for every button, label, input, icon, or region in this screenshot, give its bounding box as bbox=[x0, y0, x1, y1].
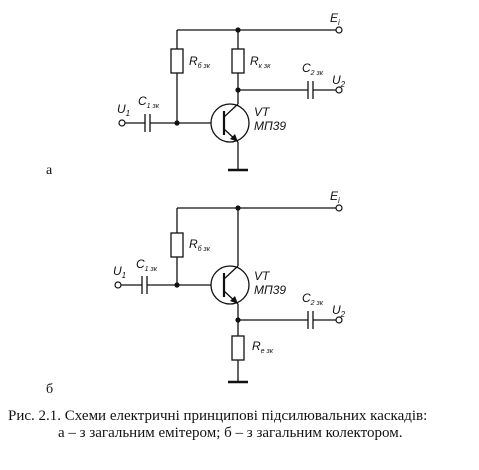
base-resistor-b bbox=[170, 232, 184, 258]
circuit-a: Ei Rб зк Rк зк C2 зк U2 U1 C1 зк VT МП39… bbox=[46, 11, 346, 178]
transistor-ref-b: VT bbox=[254, 269, 271, 283]
panel-label-b: б bbox=[46, 382, 53, 397]
caption-line-2: а – з загальним емітером; б – з загальни… bbox=[58, 425, 403, 441]
input-capacitor-label-a: C1 зк bbox=[138, 94, 160, 110]
output-capacitor-label-a: C2 зк bbox=[302, 61, 324, 77]
base-resistor-a bbox=[170, 48, 184, 74]
output-terminal-a bbox=[335, 86, 343, 94]
emitter-resistor-label-b: Rе зк bbox=[252, 339, 274, 355]
collector-resistor-label-a: Rк зк bbox=[250, 54, 271, 70]
supply-label-b: Ei bbox=[330, 189, 340, 205]
input-voltage-label-b: U1 bbox=[113, 264, 126, 280]
junction-dot bbox=[174, 120, 180, 126]
input-terminal-b bbox=[114, 281, 122, 289]
figure-caption: Рис. 2.1. Схеми електричні принципові пі… bbox=[8, 408, 473, 442]
input-capacitor-label-b: C1 зк bbox=[136, 257, 158, 273]
input-voltage-label-a: U1 bbox=[117, 102, 130, 118]
supply-terminal-a bbox=[335, 26, 343, 34]
collector-resistor-a bbox=[231, 48, 245, 74]
junction-dot bbox=[174, 282, 180, 288]
supply-label-a: Ei bbox=[330, 11, 340, 27]
circuit-b: Ei Rб зк U1 C1 зк VT МП39 C2 зк U2 Rе зк… bbox=[46, 189, 346, 397]
transistor-type-a: МП39 bbox=[254, 119, 286, 133]
transistor-type-b: МП39 bbox=[254, 283, 286, 297]
base-resistor-label-a: Rб зк bbox=[189, 54, 211, 70]
transistor-a bbox=[210, 103, 250, 143]
output-capacitor-label-b: C2 зк bbox=[302, 291, 324, 307]
transistor-b bbox=[210, 265, 250, 305]
supply-terminal-b bbox=[335, 204, 343, 212]
output-terminal-b bbox=[335, 316, 343, 324]
output-voltage-label-b: U2 bbox=[332, 303, 346, 319]
caption-line-1: Рис. 2.1. Схеми електричні принципові пі… bbox=[8, 408, 428, 424]
panel-label-a: а bbox=[46, 163, 53, 178]
input-terminal-a bbox=[118, 119, 126, 127]
base-resistor-label-b: Rб зк bbox=[189, 237, 211, 253]
emitter-resistor-b bbox=[231, 335, 245, 361]
output-voltage-label-a: U2 bbox=[332, 73, 346, 89]
transistor-ref-a: VT bbox=[254, 105, 271, 119]
